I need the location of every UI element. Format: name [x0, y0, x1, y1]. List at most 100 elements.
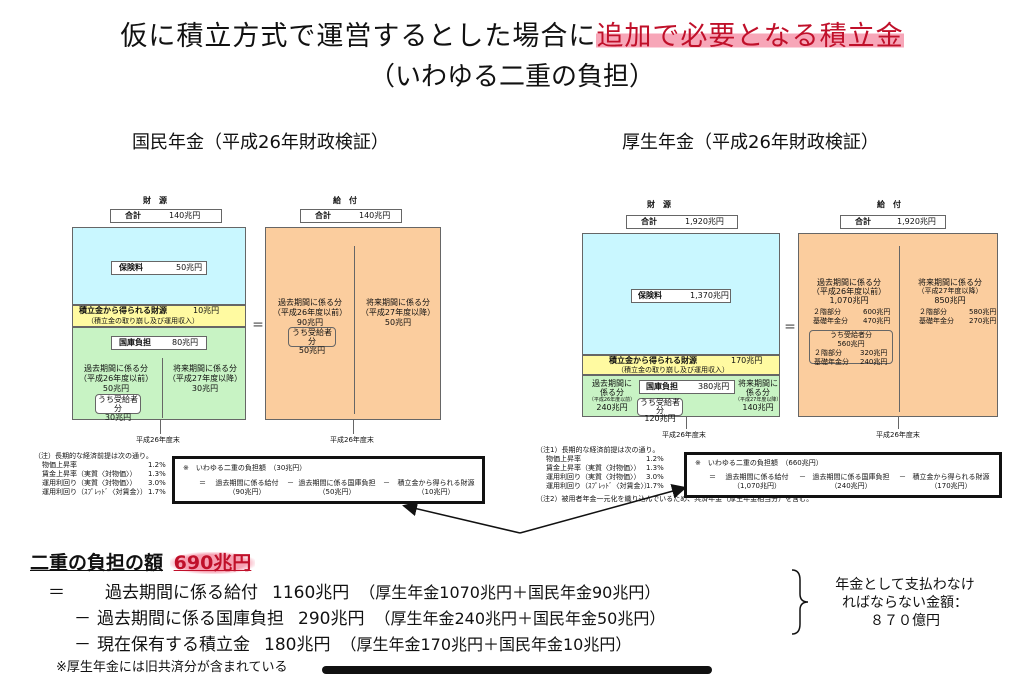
right-tax-label: 国庫負担 — [646, 382, 678, 391]
left-pay-past-1: 過去期間に係る分 — [278, 298, 342, 307]
left-tax-recv-value: 30兆円 — [104, 413, 132, 422]
left-pay-future-2: （平成27年度以降） — [360, 308, 436, 317]
side-note: 年金として支払わなけ ればならない金額： ８７０億円 — [835, 577, 975, 629]
left-tax-past-value: 50兆円 — [102, 384, 130, 393]
left-tax-label: 国庫負担 — [119, 338, 151, 347]
right-pay-total: 合計 1,920兆円 — [840, 215, 946, 229]
left-tax-block: 国庫負担 80兆円 過去期間に係る分 （平成26年度以前） 50兆円 うち受給者… — [72, 327, 246, 422]
right-pay-label: 給 付 — [877, 200, 901, 209]
left-fy-end-1: 平成26年度末 — [136, 436, 180, 444]
left-pay-label: 給 付 — [333, 196, 357, 205]
left-calc-title: ※ いわゆる二重の負担額 （30兆円） — [183, 464, 307, 472]
right-pay-total-label: 合計 — [855, 217, 871, 226]
left-tax-past: 過去期間に係る分 （平成26年度以前） 50兆円 — [79, 364, 153, 394]
left-pay-block: 過去期間に係る分 （平成26年度以前） 90兆円 うち受給者分 50兆円 将来期… — [265, 227, 441, 420]
left-tax-future-1: 将来期間に係る分 — [173, 364, 237, 373]
left-fin-label: 財 源 — [143, 196, 167, 205]
left-calc-item1: 過去期間に係る給付 （90兆円） — [215, 479, 279, 496]
left-fy-tick-2 — [353, 420, 354, 434]
right-fund-label: 積立金から得られる財源 — [609, 356, 697, 365]
right-pay-past: 過去期間に係る分 （平成26年度以前） 1,070兆円 — [811, 278, 887, 305]
right-fy-end-2: 平成26年度末 — [876, 431, 920, 439]
left-tax-future-value: 30兆円 — [191, 384, 219, 393]
left-calc-item2: 過去期間に係る国庫負担 （50兆円） — [298, 479, 376, 496]
right-fin-label: 財 源 — [647, 200, 671, 209]
left-fy-end-2: 平成26年度末 — [330, 436, 374, 444]
right-calc-box: ※ いわゆる二重の負担額 （660兆円） ＝ 過去期間に係る給付 （1,070兆… — [684, 452, 1002, 498]
right-calc-eq: ＝ — [709, 473, 716, 481]
left-pay-future: 将来期間に係る分 （平成27年度以降） 50兆円 — [358, 298, 438, 328]
left-equals: ＝ — [252, 318, 265, 332]
right-tax-block: 過去期間に 係る分 （平成26年度以前） 240兆円 国庫負担 380兆円 うち… — [582, 375, 781, 423]
left-note-row: 運用利回り（ｽﾌﾟﾚｯﾄﾞ〈対賃金〉）1.7% — [42, 488, 166, 496]
left-premium-box: 保険料 50兆円 — [111, 261, 207, 275]
left-tax-past-2: （平成26年度以前） — [79, 374, 154, 383]
left-tax-box: 国庫負担 80兆円 — [111, 336, 207, 350]
left-fund-block: 積立金から得られる財源 10兆円 （積立金の取り崩し及び運用収入） — [72, 305, 246, 327]
left-pay-past-2: （平成26年度以前） — [272, 308, 348, 317]
right-pay-divider — [899, 246, 900, 412]
right-note2: （注2）被用者年金一元化を織り込んでいるため、共済年金（厚生年金相当分）を含む。 — [536, 495, 814, 503]
right-fin-total: 合計 1,920兆円 — [626, 215, 738, 229]
right-tax-box: 国庫負担 380兆円 — [639, 380, 735, 394]
left-tax-recv-1: うち受給者分 — [98, 395, 138, 413]
right-fin-total-value: 1,920兆円 — [685, 217, 724, 226]
left-premium-label: 保険料 — [119, 263, 143, 272]
right-fy-tick-2 — [898, 417, 899, 429]
left-pay-recv: うち受給者分 50兆円 — [288, 327, 336, 355]
right-equals: ＝ — [784, 320, 797, 334]
home-indicator-bar[interactable] — [322, 666, 712, 674]
right-tax-recv: うち受給者分 120兆円 — [637, 398, 683, 423]
left-tax-future: 将来期間に係る分 （平成27年度以降） 30兆円 — [167, 364, 243, 394]
left-note-row: 運用利回り（実質〈対物価〉）3.0% — [42, 479, 166, 487]
left-fy-tick-1 — [160, 420, 161, 434]
arrow-right — [519, 483, 687, 534]
left-heading: 国民年金（平成26年財政検証） — [132, 132, 389, 153]
arrow-left — [402, 501, 521, 534]
left-pay-recv-value: 50兆円 — [298, 346, 326, 355]
left-premium-block: 保険料 50兆円 — [72, 227, 246, 305]
page-subtitle: （いわゆる二重の負担） — [368, 62, 655, 92]
left-calc-minus1: － — [287, 479, 294, 487]
right-pay-future: 将来期間に係る分 （平成27年度以降） 850兆円 — [917, 278, 983, 305]
left-pay-future-value: 50兆円 — [384, 318, 412, 327]
left-tax-future-2: （平成27年度以降） — [167, 374, 243, 383]
left-fund-label: 積立金から得られる財源 — [79, 306, 167, 315]
right-fy-end-1: 平成26年度末 — [662, 431, 706, 439]
left-calc-box: ※ いわゆる二重の負担額 （30兆円） ＝ 過去期間に係る給付 （90兆円） －… — [172, 456, 485, 504]
left-fin-total: 合計 140兆円 — [110, 209, 222, 223]
page-title: 仮に積立方式で運営するとした場合に追加で必要となる積立金 — [0, 14, 1024, 53]
burden-label: 二重の負担の額 — [30, 552, 164, 574]
left-premium-value: 50兆円 — [176, 263, 203, 272]
left-pay-total-label: 合計 — [315, 211, 331, 220]
right-premium-value: 1,370兆円 — [690, 291, 729, 300]
right-calc-item3: 積立金から得られる財源 （170兆円） — [912, 473, 990, 490]
left-fin-total-value: 140兆円 — [169, 211, 201, 220]
left-note-row: 賃金上昇率（実質〈対物価〉）1.3% — [42, 470, 166, 478]
left-fund-note: （積立金の取り崩し及び運用収入） — [87, 317, 199, 325]
left-calc-item3: 積立金から得られる財源 （10兆円） — [397, 479, 475, 496]
left-tax-divider — [162, 358, 163, 418]
right-calc-item2: 過去期間に係る国庫負担 （240兆円） — [812, 473, 890, 490]
left-note-title: （注）長期的な経済前提は次の通り。 — [34, 452, 153, 460]
right-tax-past: 過去期間に 係る分 （平成26年度以前） 240兆円 — [588, 379, 636, 412]
right-calc-item1: 過去期間に係る給付 （1,070兆円） — [725, 473, 789, 490]
right-brace — [791, 569, 809, 635]
title-part1: 仮に積立方式で運営するとした場合に — [120, 21, 597, 52]
left-tax-past-1: 過去期間に係る分 — [84, 364, 148, 373]
right-premium-box: 保険料 1,370兆円 — [631, 289, 731, 303]
right-fy-tick-1 — [686, 417, 687, 429]
left-fund-value: 10兆円 — [193, 306, 220, 315]
right-tax-value: 380兆円 — [698, 382, 730, 391]
right-fund-note: （積立金の取り崩し及び運用収入） — [617, 366, 729, 374]
left-tax-recv: うち受給者分 30兆円 — [95, 394, 141, 422]
